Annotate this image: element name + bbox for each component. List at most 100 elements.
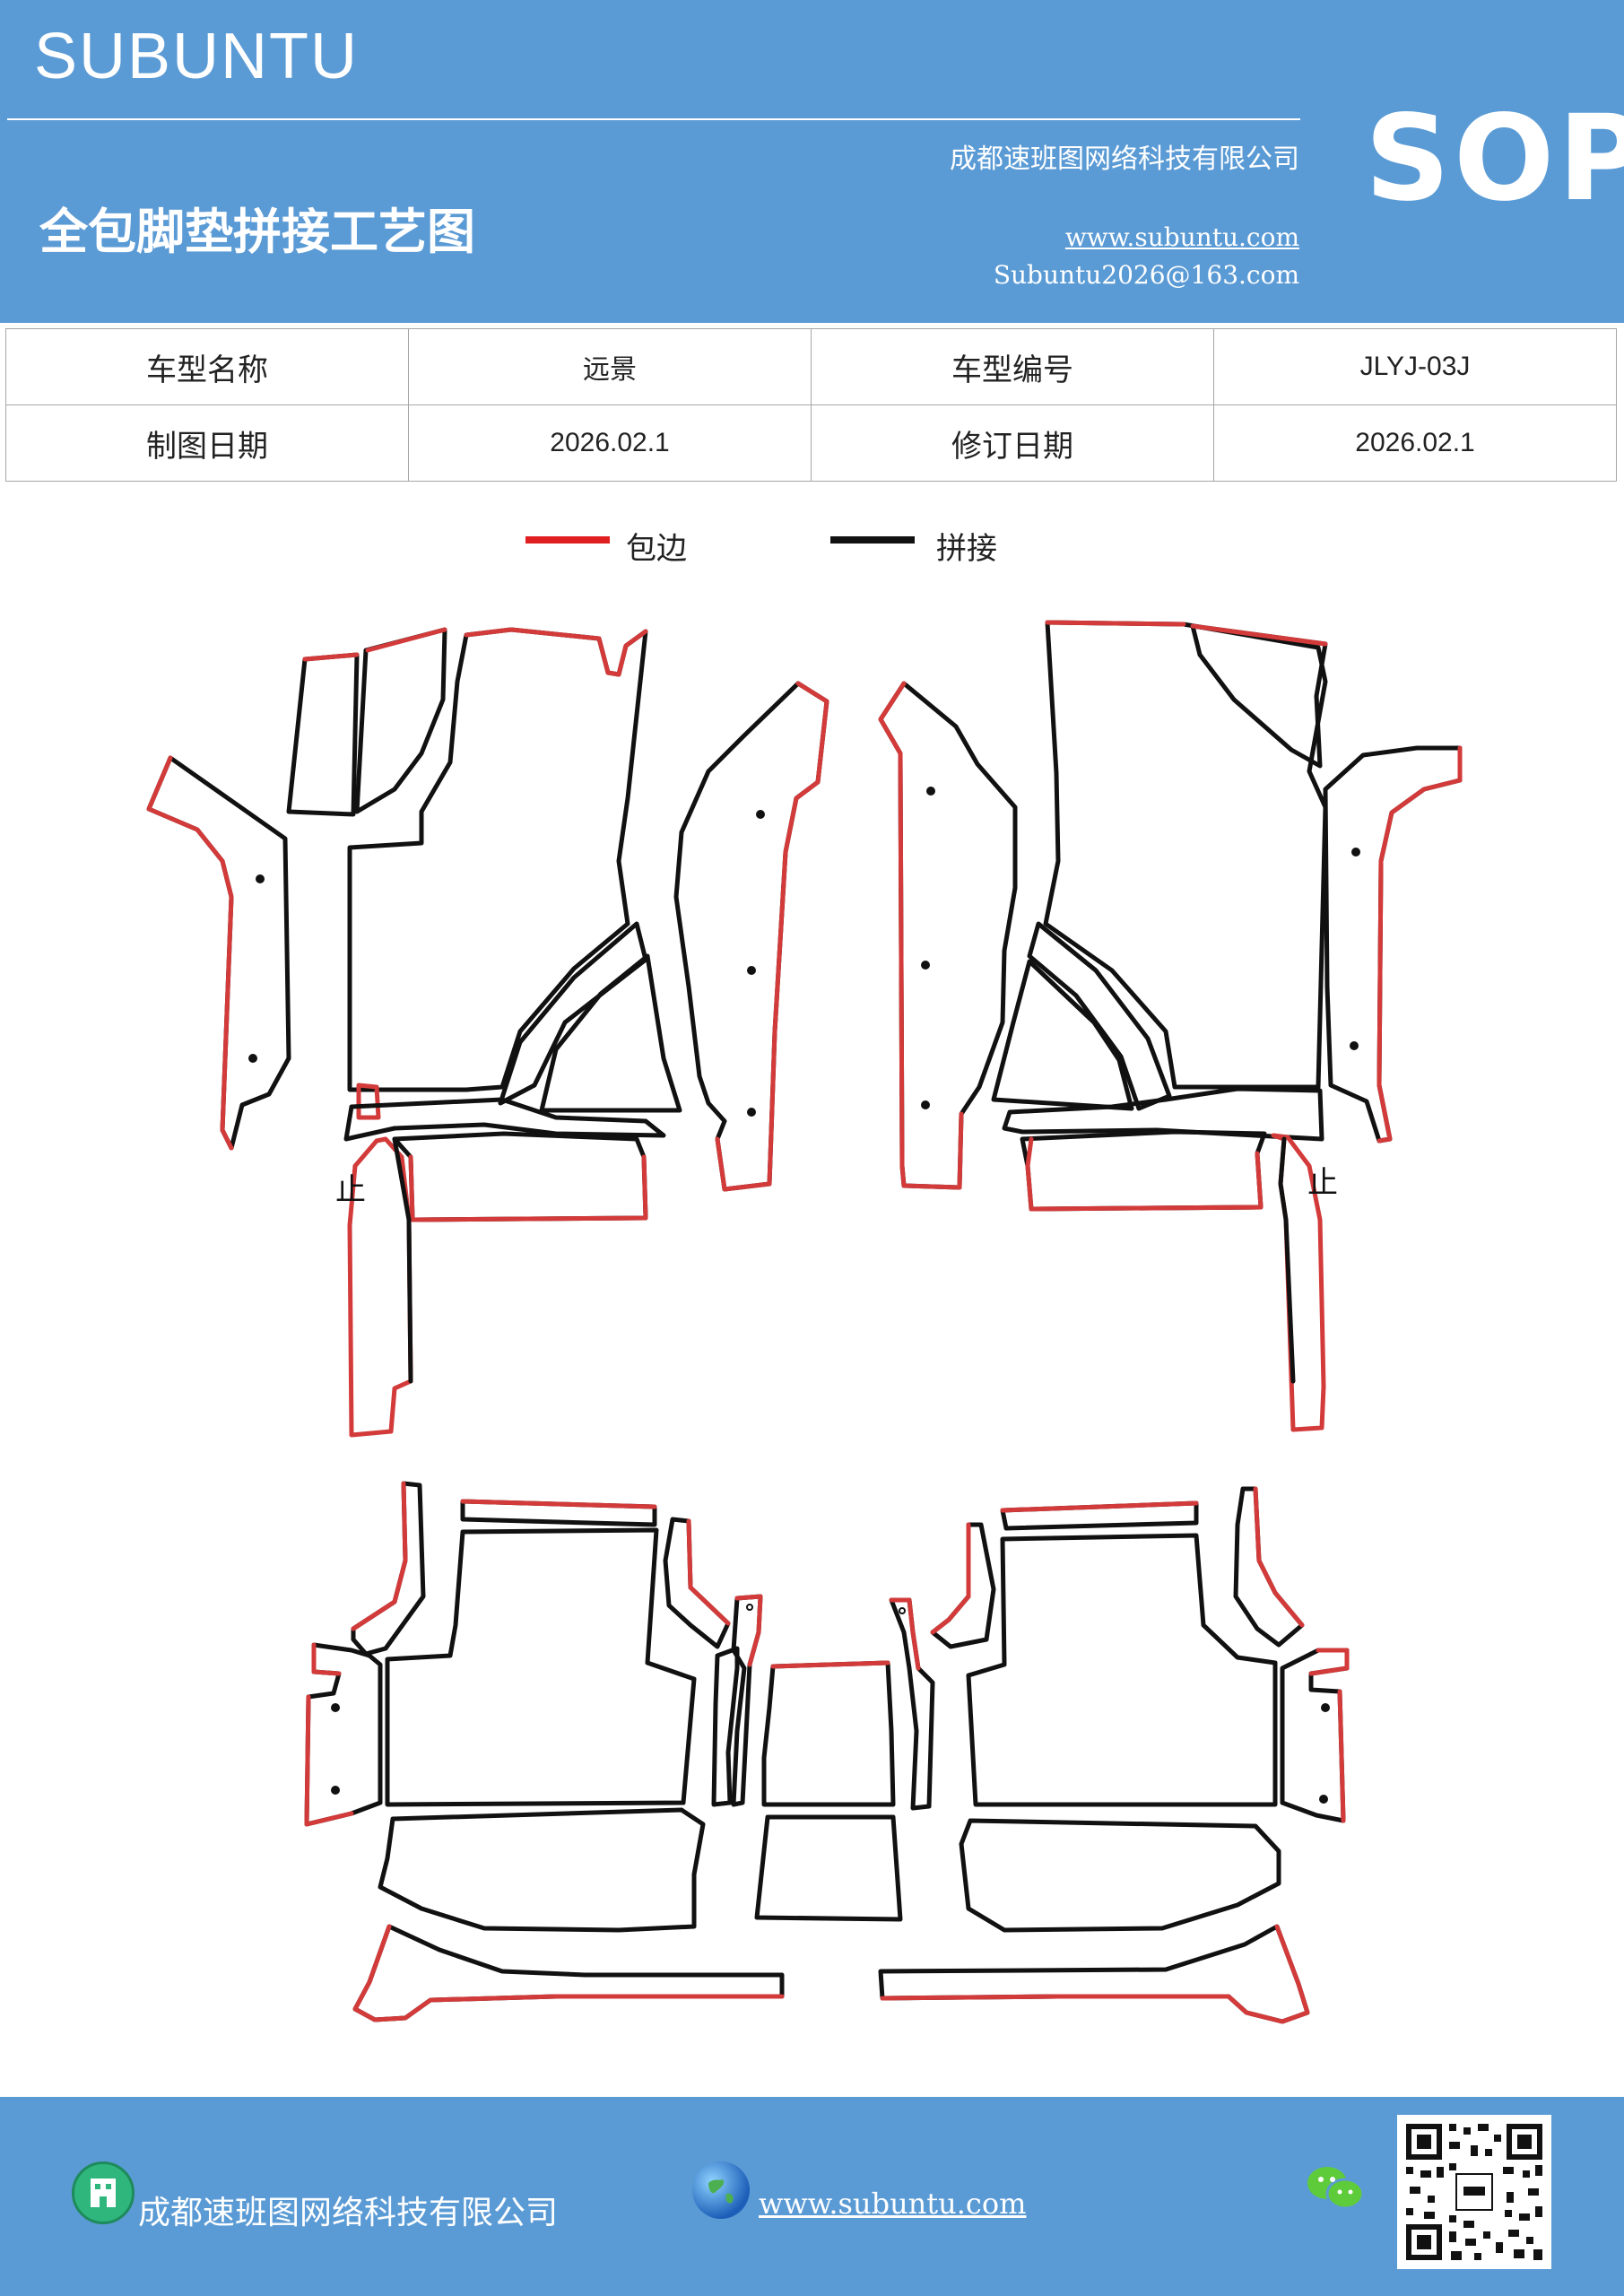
mat-edge [365,627,447,653]
mat-edge [304,1642,354,1827]
mat-piece [392,1131,648,1222]
mat-edge [889,1597,921,1671]
mat-piece [354,627,447,814]
rivet [899,1607,906,1614]
mat-piece [663,1517,731,1649]
mat-edge [1190,623,1328,647]
mat-edge [392,1136,413,1384]
mat-edge [352,1924,785,2022]
stop-mark-left: 止 [335,1172,366,1208]
table-cell: 2026.02.1 [1213,404,1617,482]
mat-edge [408,1154,648,1222]
legend-seam-swatch [830,536,915,544]
header-divider [7,118,1300,120]
mat-edge [302,652,360,662]
mat-piece [1233,1486,1305,1648]
mat-piece [539,953,682,1113]
mat-edge [351,1481,408,1631]
mat-edge [1308,1648,1350,1823]
email-address: Subuntu2026@163.com [993,260,1299,290]
rivet [926,787,935,796]
rivet [921,1100,930,1109]
mat-piece [711,1646,740,1807]
rivet [1319,1795,1328,1804]
mat-piece [343,1097,666,1142]
wechat-icon [1304,2161,1367,2215]
mat-edge [686,1518,731,1626]
mat-piece [930,1522,996,1649]
mat-edge [734,1594,763,1667]
table-cell: JLYJ-03J [1213,328,1617,405]
rivet [331,1786,340,1795]
mat-piece [351,1481,426,1657]
mat-piece [754,1814,903,1922]
mat-piece [385,1527,697,1807]
table-row: 车型名称 远景 车型编号 JLYJ-03J [5,328,1617,405]
mat-edge [1000,1500,1199,1513]
mat-edge [1376,745,1463,1144]
mat-edge [146,755,234,1151]
rivet [921,961,930,970]
legend-edge-label: 包边 [626,531,687,567]
website-link[interactable]: www.subuntu.com [1064,222,1299,252]
mat-edge [880,1924,1310,2024]
mat-piece [991,959,1134,1111]
rivet [1350,1041,1359,1050]
mat-edge [460,1499,657,1509]
table-cell: 车型名称 [5,328,409,405]
legend-edge-swatch [525,536,610,544]
rivet [1321,1703,1330,1712]
rivet [331,1703,340,1712]
rivet [256,874,265,883]
brand-name: SUBUNTU [34,21,360,92]
mat-piece [1002,1086,1324,1142]
qr-code[interactable] [1397,2115,1551,2269]
mat-piece [1280,1648,1350,1823]
rivet [746,1604,753,1611]
mat-piece [959,1818,1281,1933]
floor-mat-diagram: 止 止 [146,620,1463,2024]
footer-banner: 成都速班图网络科技有限公司 www.subuntu.com [0,2097,1624,2296]
stop-mark-right: 止 [1307,1165,1338,1201]
rivet [248,1054,257,1063]
mat-piece [378,1807,706,1933]
legend-seam-label: 拼接 [936,531,997,567]
table-cell: 车型编号 [811,328,1214,405]
footer-company: 成都速班图网络科技有限公司 [138,2195,559,2231]
mat-piece [1323,745,1463,1144]
building-icon [72,2161,135,2224]
mat-piece [1027,921,1172,1111]
document-title: 全包脚垫拼接工艺图 [39,203,475,260]
table-cell: 远景 [408,328,812,405]
mat-piece [966,1533,1278,1807]
mat-piece [347,627,648,1092]
mat-edge [1278,1136,1296,1384]
mat-edge [878,681,964,1190]
info-table: 车型名称 远景 车型编号 JLYJ-03J 制图日期 2026.02.1 修订日… [5,328,1617,482]
mat-edge [1045,620,1186,627]
mat-piece [1190,623,1328,769]
rivet [747,966,756,975]
mat-piece [731,1594,763,1807]
company-name: 成都速班图网络科技有限公司 [950,144,1299,175]
footer-website-link[interactable]: www.subuntu.com [759,2187,1027,2221]
globe-icon [692,2161,750,2219]
rivet [1351,848,1360,857]
table-cell: 制图日期 [5,404,409,482]
rivet [747,1108,756,1117]
mat-edge [1253,1486,1305,1628]
mat-piece [286,652,360,817]
mat-edge [715,681,829,1192]
header-banner: SUBUNTU 成都速班图网络科技有限公司 全包脚垫拼接工艺图 www.subu… [0,0,1624,323]
mat-edge [930,1522,971,1635]
mat-edge [1025,1136,1264,1212]
table-cell: 修订日期 [811,404,1214,482]
mat-piece [1020,1129,1267,1212]
mat-piece [761,1660,896,1807]
sop-label: SOP [1365,90,1624,228]
table-cell: 2026.02.1 [408,404,812,482]
rivet [756,810,765,819]
mat-piece [498,921,648,1106]
mat-edge [464,627,648,677]
mat-edge [770,1660,890,1669]
